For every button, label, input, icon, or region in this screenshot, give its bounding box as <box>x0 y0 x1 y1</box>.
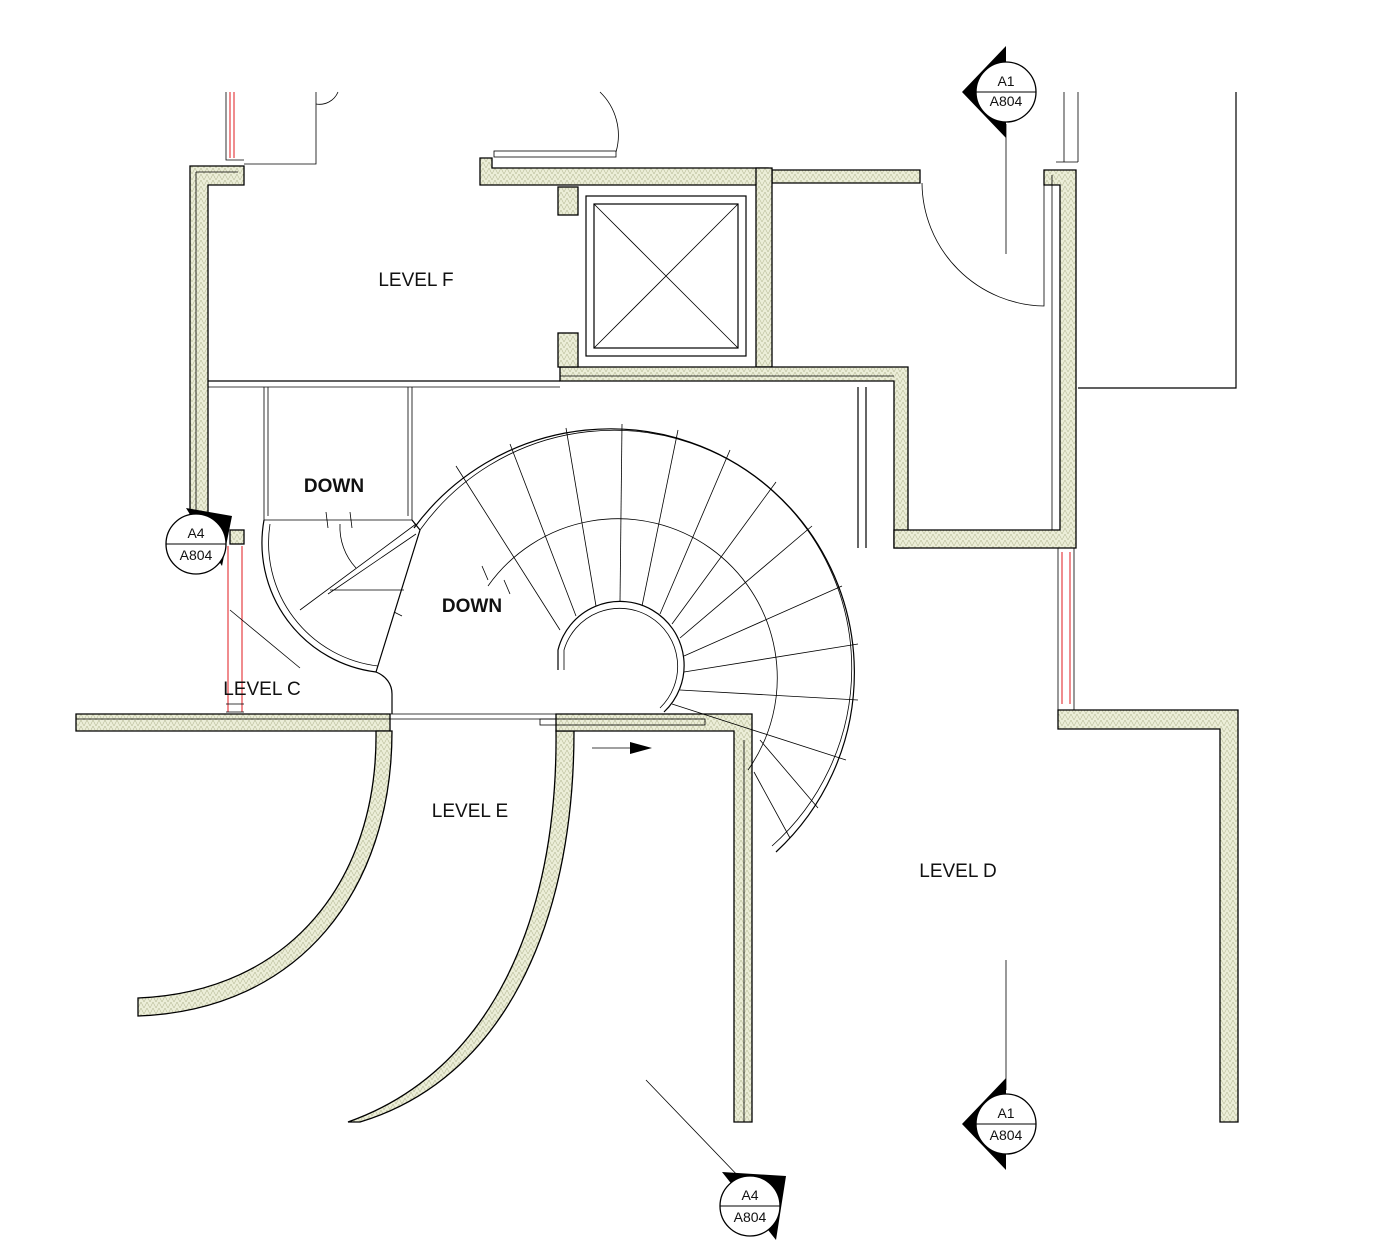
elevator-car-outer <box>585 195 747 357</box>
marker-id: A1 <box>997 1105 1014 1121</box>
spiral-stair <box>229 423 859 853</box>
wall-top-elevator <box>479 157 769 186</box>
wall-level-d-right <box>1057 709 1239 1123</box>
marker-id: A1 <box>997 73 1014 89</box>
marker-id: A4 <box>741 1187 758 1203</box>
stair-enclosure <box>208 380 867 720</box>
door-top-left <box>244 92 317 165</box>
stair-core <box>557 600 685 713</box>
stair-winder <box>261 519 393 714</box>
room-labels: LEVEL F LEVEL C LEVEL E LEVEL D DOWN DOW… <box>223 270 996 882</box>
label-down-upper: DOWN <box>304 476 364 497</box>
marker-sheet: A804 <box>990 1127 1023 1143</box>
wall-right-vertical <box>893 169 1077 549</box>
marker-sheet: A804 <box>734 1209 767 1225</box>
elevator-car-inner <box>593 203 739 349</box>
label-level-f: LEVEL F <box>378 270 453 291</box>
marker-sheet: A804 <box>180 547 213 563</box>
walls <box>75 92 1239 1123</box>
door-level-d <box>921 182 1045 307</box>
wall-landing <box>555 713 753 1123</box>
stair-treads <box>455 423 859 839</box>
wall-top-right <box>771 169 921 184</box>
wall-left-vertical <box>189 165 245 518</box>
label-level-e: LEVEL E <box>432 801 508 822</box>
section-lines <box>645 124 1007 1181</box>
label-level-c: LEVEL C <box>223 679 300 700</box>
elevator-jamb-bottom <box>557 332 579 368</box>
elevator <box>585 195 747 357</box>
label-level-d: LEVEL D <box>919 861 996 882</box>
marker-sheet: A804 <box>990 93 1023 109</box>
wall-elevator-right <box>755 167 773 368</box>
doors <box>244 91 1045 307</box>
wall-stub-left <box>229 529 245 545</box>
wall-curved-right <box>347 730 575 1123</box>
wall-elevator-bottom <box>559 366 909 549</box>
section-marker-left: A4 A804 <box>165 508 232 575</box>
label-down-lower: DOWN <box>442 596 502 617</box>
elevator-cross <box>593 203 739 349</box>
section-marker-bottom-right: A1 A804 <box>962 1078 1037 1170</box>
marker-id: A4 <box>187 525 204 541</box>
section-marker-top-right: A1 A804 <box>962 46 1037 138</box>
elevator-jamb-top <box>557 186 579 216</box>
wall-level-c-floor <box>75 713 391 732</box>
glazing <box>225 92 1071 713</box>
stair-outer-rim <box>413 428 855 853</box>
section-marker-bottom: A4 A804 <box>719 1172 786 1240</box>
door-top-center <box>599 91 619 153</box>
wall-curved-left <box>137 730 393 1017</box>
